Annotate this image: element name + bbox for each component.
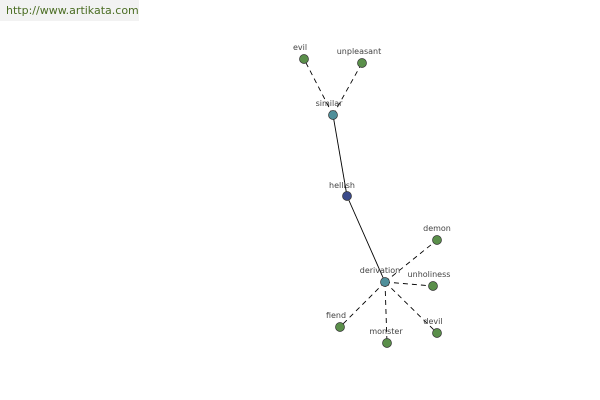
node-fiend[interactable] xyxy=(335,322,345,332)
node-hellish[interactable] xyxy=(342,191,352,201)
edge-hellish-derivation xyxy=(346,195,386,283)
node-monster[interactable] xyxy=(382,338,392,348)
node-label-similar[interactable]: similar xyxy=(316,99,344,108)
node-unpleasant[interactable] xyxy=(357,58,367,68)
node-demon[interactable] xyxy=(432,235,442,245)
node-unholiness[interactable] xyxy=(428,281,438,291)
node-devil[interactable] xyxy=(432,328,442,338)
edge-derivation-demon xyxy=(384,239,438,283)
source-url-link[interactable]: http://www.artikata.com xyxy=(0,0,139,21)
node-similar[interactable] xyxy=(328,110,338,120)
edge-derivation-fiend xyxy=(339,281,386,328)
edge-hellish-similar xyxy=(332,114,348,197)
edge-derivation-monster xyxy=(384,281,388,344)
node-label-unpleasant[interactable]: unpleasant xyxy=(337,47,382,56)
labels-layer: hellish similar derivation evil unpleasant de… xyxy=(293,43,451,336)
nodes-layer xyxy=(299,54,442,348)
edge-similar-evil xyxy=(303,58,334,116)
node-label-monster[interactable]: monster xyxy=(369,327,403,336)
node-derivation[interactable] xyxy=(380,277,390,287)
edge-similar-unpleasant xyxy=(332,62,363,116)
edge-derivation-unholiness xyxy=(384,281,434,287)
node-label-hellish[interactable]: hellish xyxy=(329,181,355,190)
node-label-derivation[interactable]: derivation xyxy=(360,266,400,275)
node-label-unholiness[interactable]: unholiness xyxy=(408,270,451,279)
node-label-evil[interactable]: evil xyxy=(293,43,307,52)
edges-layer xyxy=(303,58,438,344)
node-label-demon[interactable]: demon xyxy=(423,224,451,233)
node-label-fiend[interactable]: fiend xyxy=(326,311,346,320)
edge-derivation-devil xyxy=(384,281,438,334)
node-evil[interactable] xyxy=(299,54,309,64)
node-label-devil[interactable]: devil xyxy=(423,317,442,326)
